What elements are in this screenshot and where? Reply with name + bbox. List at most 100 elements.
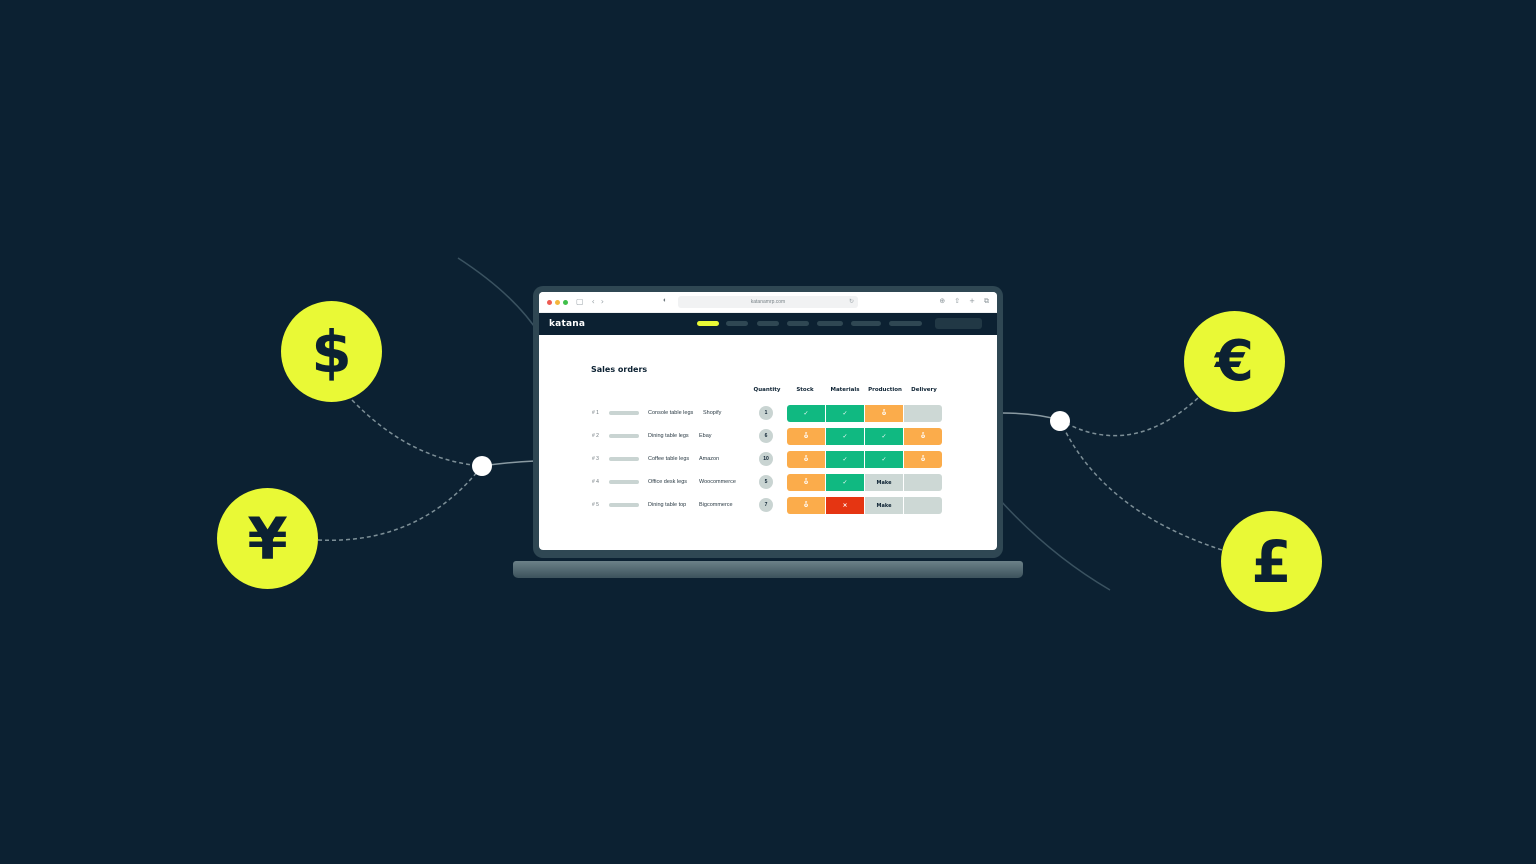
connector-node-left <box>472 456 492 476</box>
reload-icon[interactable]: ↻ <box>848 299 854 305</box>
order-number: # 4 <box>592 479 599 485</box>
product-name: Dining table top <box>648 502 687 508</box>
delivery-status[interactable]: ȫ <box>904 428 942 445</box>
column-header-production: Production <box>868 387 902 393</box>
delivery-status[interactable] <box>904 497 942 514</box>
browser-actions: ⊕ ⇧ + ⧉ <box>939 297 989 306</box>
forward-icon[interactable]: › <box>600 297 604 306</box>
pound-coin: £ <box>1221 511 1322 612</box>
sales-channel: Bigcommerce <box>699 502 733 508</box>
url-text: katanamrp.com <box>750 299 786 305</box>
sales-channel: Amazon <box>699 456 720 462</box>
nav-item-6[interactable] <box>851 321 881 326</box>
nav-item-2[interactable] <box>726 321 748 326</box>
address-bar[interactable]: katanamrp.com ↻ <box>678 296 858 308</box>
nav-item-sales[interactable] <box>697 321 719 326</box>
window-controls <box>547 299 568 305</box>
status-cells: ȫ ✓ ✓ ȫ <box>787 451 942 468</box>
delivery-status[interactable] <box>904 474 942 491</box>
production-status[interactable]: ✓ <box>865 428 903 445</box>
product-name: Office desk legs <box>648 479 688 485</box>
share-icon[interactable]: ⇧ <box>954 297 961 305</box>
sales-orders-page: Sales orders Quantity Stock Materials Pr… <box>539 335 997 550</box>
product-name: Console table legs <box>648 410 694 416</box>
nav-item-5[interactable] <box>817 321 843 326</box>
production-make-button[interactable]: Make <box>865 474 903 491</box>
app-navbar: katana <box>539 313 997 335</box>
production-status[interactable]: ✓ <box>865 451 903 468</box>
sidebar-toggle-icon[interactable]: ▢ <box>576 297 584 306</box>
table-row[interactable]: # 4 Office desk legs Woocommerce 5 ȫ ✓ M… <box>539 474 997 491</box>
order-number: # 5 <box>592 502 599 508</box>
close-window-button[interactable] <box>547 299 552 305</box>
materials-status[interactable]: ✓ <box>826 474 864 491</box>
product-name: Coffee table legs <box>648 456 690 462</box>
order-number: # 1 <box>592 410 599 416</box>
euro-coin: € <box>1184 311 1285 412</box>
sales-channel: Shopify <box>703 410 722 416</box>
yen-coin: ¥ <box>217 488 318 589</box>
nav-item-3[interactable] <box>757 321 779 326</box>
laptop-base <box>513 561 1023 578</box>
maximize-window-button[interactable] <box>563 299 568 305</box>
tabs-overview-icon[interactable]: ⧉ <box>984 297 989 305</box>
status-cells: ȫ × Make <box>787 497 942 514</box>
page-title: Sales orders <box>591 365 648 374</box>
order-placeholder-bar <box>609 411 639 415</box>
laptop-screen: ▢ ‹ › ◐ katanamrp.com ↻ ⊕ ⇧ + ⧉ katana S… <box>539 292 997 550</box>
status-cells: ȫ ✓ ✓ ȫ <box>787 428 942 445</box>
minimize-window-button[interactable] <box>555 299 560 305</box>
production-make-button[interactable]: Make <box>865 497 903 514</box>
stock-status[interactable]: ȫ <box>787 451 825 468</box>
quantity-badge: 7 <box>759 498 773 512</box>
connector-node-right <box>1050 411 1070 431</box>
table-row[interactable]: # 5 Dining table top Bigcommerce 7 ȫ × M… <box>539 497 997 514</box>
delivery-status[interactable] <box>904 405 942 422</box>
pound-icon: £ <box>1251 527 1292 596</box>
column-header-quantity: Quantity <box>753 387 781 393</box>
table-row[interactable]: # 3 Coffee table legs Amazon 10 ȫ ✓ ✓ ȫ <box>539 451 997 468</box>
sales-channel: Woocommerce <box>699 479 736 485</box>
new-tab-icon[interactable]: + <box>969 297 975 305</box>
order-placeholder-bar <box>609 457 639 461</box>
sales-channel: Ebay <box>699 433 712 439</box>
product-name: Dining table legs <box>648 433 689 439</box>
stock-status[interactable]: ȫ <box>787 497 825 514</box>
yen-icon: ¥ <box>247 504 288 573</box>
quantity-badge: 5 <box>759 475 773 489</box>
order-placeholder-bar <box>609 434 639 438</box>
quantity-badge: 1 <box>759 406 773 420</box>
materials-status[interactable]: ✓ <box>826 405 864 422</box>
column-header-stock: Stock <box>796 387 814 393</box>
column-header-delivery: Delivery <box>911 387 937 393</box>
production-status[interactable]: ȫ <box>865 405 903 422</box>
katana-logo[interactable]: katana <box>549 319 586 329</box>
materials-status[interactable]: ✓ <box>826 451 864 468</box>
download-icon[interactable]: ⊕ <box>939 297 946 305</box>
status-cells: ✓ ✓ ȫ <box>787 405 942 422</box>
stock-status[interactable]: ȫ <box>787 474 825 491</box>
quantity-badge: 10 <box>759 452 773 466</box>
dollar-coin: $ <box>281 301 382 402</box>
nav-item-4[interactable] <box>787 321 809 326</box>
privacy-shield-icon[interactable]: ◐ <box>663 297 668 304</box>
browser-toolbar: ▢ ‹ › ◐ katanamrp.com ↻ ⊕ ⇧ + ⧉ <box>539 292 997 313</box>
materials-status[interactable]: × <box>826 497 864 514</box>
order-number: # 3 <box>592 456 599 462</box>
euro-icon: € <box>1215 328 1254 394</box>
materials-status[interactable]: ✓ <box>826 428 864 445</box>
order-placeholder-bar <box>609 480 639 484</box>
stock-status[interactable]: ȫ <box>787 428 825 445</box>
back-icon[interactable]: ‹ <box>591 297 595 306</box>
status-cells: ȫ ✓ Make <box>787 474 942 491</box>
order-placeholder-bar <box>609 503 639 507</box>
delivery-status[interactable]: ȫ <box>904 451 942 468</box>
table-row[interactable]: # 1 Console table legs Shopify 1 ✓ ✓ ȫ <box>539 405 997 422</box>
table-row[interactable]: # 2 Dining table legs Ebay 6 ȫ ✓ ✓ ȫ <box>539 428 997 445</box>
column-header-materials: Materials <box>830 387 860 393</box>
nav-item-7[interactable] <box>889 321 922 326</box>
stock-status[interactable]: ✓ <box>787 405 825 422</box>
dollar-icon: $ <box>311 317 352 386</box>
quantity-badge: 6 <box>759 429 773 443</box>
nav-action-button[interactable] <box>935 318 982 329</box>
